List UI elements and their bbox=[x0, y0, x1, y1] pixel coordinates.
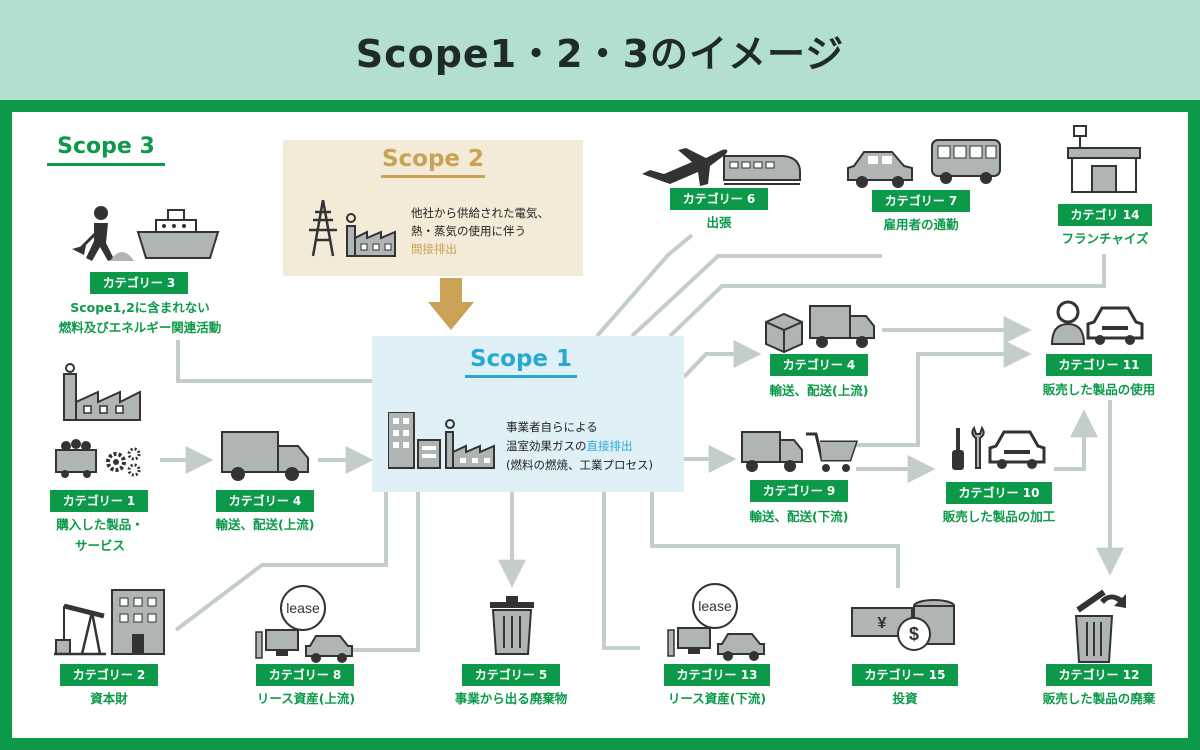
page-title: Scope1・2・3のイメージ bbox=[355, 31, 845, 76]
lease-downstream-icon: lease bbox=[667, 583, 765, 661]
dollar-symbol: $ bbox=[909, 624, 919, 644]
scope1-box: Scope 1 事業者自らによる 温室効果ガスの直接排出 (燃料の燃焼、工業プロ… bbox=[372, 336, 684, 492]
category-1-label-line1: 購入した製品・ bbox=[56, 517, 144, 532]
title-bar: Scope1・2・3のイメージ bbox=[0, 0, 1200, 100]
factory-icon bbox=[63, 363, 141, 421]
category-14-label: フランチャイズ bbox=[1061, 231, 1149, 246]
category-4-upstream-label: 輸送、配送(上流) bbox=[215, 517, 315, 532]
connector-c7 bbox=[630, 254, 882, 338]
scope1-line1: 事業者自らによる bbox=[506, 420, 598, 434]
connector-c8 bbox=[352, 492, 420, 652]
arrow-c10-c11 bbox=[1054, 409, 1098, 471]
scope1-line2: 温室効果ガスの直接排出 bbox=[506, 437, 653, 456]
car-icon-commute bbox=[847, 151, 913, 188]
delivery-truck-icon bbox=[741, 431, 803, 472]
yen-symbol: ¥ bbox=[878, 615, 887, 632]
money-icon: ¥ $ bbox=[851, 599, 955, 651]
category-15-tag: カテゴリー 15 bbox=[852, 664, 958, 686]
scope2-description: 他社から供給された電気、 熱・蒸気の使用に伴う 間接排出 bbox=[411, 204, 549, 258]
ship-icon bbox=[136, 209, 220, 259]
user-icon bbox=[1050, 300, 1086, 345]
category-12-label: 販売した製品の廃棄 bbox=[1042, 691, 1156, 706]
worker-icon bbox=[72, 206, 134, 261]
category-13-label: リース資産(下流) bbox=[667, 691, 767, 706]
scope2-line1: 他社から供給された電気、 bbox=[411, 206, 549, 220]
scope2-title: Scope 2 bbox=[381, 146, 485, 178]
scope1-description: 事業者自らによる 温室効果ガスの直接排出 (燃料の燃焼、工業プロセス) bbox=[506, 418, 653, 475]
shopping-cart-icon bbox=[806, 432, 859, 472]
category-7-tag: カテゴリー 7 bbox=[872, 190, 970, 212]
category-4-upstream-tag: カテゴリー 4 bbox=[216, 490, 314, 512]
category-4-downstream-label: 輸送、配送(上流) bbox=[769, 383, 869, 398]
scope2-to-scope1-arrow bbox=[428, 278, 474, 330]
category-6-tag: カテゴリー 6 bbox=[670, 188, 768, 210]
connectors bbox=[160, 233, 1124, 652]
category-14-tag: カテゴリ 14 bbox=[1058, 204, 1152, 226]
connector-c6 bbox=[595, 233, 694, 338]
tools-icon bbox=[952, 425, 985, 470]
airplane-icon bbox=[642, 148, 728, 186]
company-building-icon bbox=[388, 412, 495, 469]
trash-can-icon bbox=[490, 596, 534, 655]
store-icon bbox=[1067, 125, 1141, 193]
connector-c3 bbox=[176, 340, 372, 383]
category-7-label: 雇用者の通勤 bbox=[883, 217, 959, 232]
category-13-tag: カテゴリー 13 bbox=[664, 664, 770, 686]
package-icon bbox=[765, 312, 803, 354]
gears-icon bbox=[106, 447, 141, 477]
connector-c14 bbox=[668, 254, 1106, 338]
scope2-line2: 熱・蒸気の使用に伴う bbox=[411, 224, 526, 238]
category-2-tag: カテゴリー 2 bbox=[60, 664, 158, 686]
category-12-tag: カテゴリー 12 bbox=[1046, 664, 1152, 686]
oil-pump-icon bbox=[54, 603, 106, 656]
category-11-tag: カテゴリー 11 bbox=[1046, 354, 1152, 376]
category-4-downstream-tag: カテゴリー 4 bbox=[770, 354, 868, 376]
category-3-label-line1: Scope1,2に含まれない bbox=[70, 300, 210, 315]
category-3-label-line2: 燃料及びエネルギー関連活動 bbox=[58, 320, 222, 335]
cart-icon bbox=[55, 439, 97, 478]
category-11-label: 販売した製品の使用 bbox=[1042, 382, 1156, 397]
connector-c15 bbox=[650, 492, 900, 588]
category-1-tag: カテゴリー 1 bbox=[50, 490, 148, 512]
scope1-line2-pre: 温室効果ガスの bbox=[506, 439, 587, 453]
category-8-label: リース資産(上流) bbox=[256, 691, 356, 706]
category-1-label-line2: サービス bbox=[74, 538, 125, 553]
car-icon-use bbox=[1086, 306, 1144, 345]
connector-c2 bbox=[174, 492, 388, 632]
truck-icon-upstream bbox=[221, 431, 309, 481]
category-15-label: 投資 bbox=[892, 691, 918, 706]
category-2-label: 資本財 bbox=[90, 691, 128, 706]
scope1-highlight: 直接排出 bbox=[586, 439, 633, 453]
lease-upstream-icon: lease bbox=[255, 585, 353, 663]
bus-icon bbox=[931, 139, 1001, 184]
arrow-c9-c11 bbox=[856, 340, 1032, 447]
category-8-tag: カテゴリー 8 bbox=[256, 664, 354, 686]
office-building-icon bbox=[111, 589, 165, 655]
power-plant-icon bbox=[309, 200, 396, 257]
lease-downstream-label: lease bbox=[698, 598, 732, 614]
scope1-title: Scope 1 bbox=[465, 346, 577, 378]
disposal-icon bbox=[1074, 589, 1126, 663]
truck-icon-downstream-upstream bbox=[809, 305, 875, 348]
category-9-tag: カテゴリー 9 bbox=[750, 480, 848, 502]
scope3-title: Scope 3 bbox=[47, 134, 165, 166]
scope1-line3: (燃料の燃焼、工業プロセス) bbox=[506, 458, 653, 472]
category-5-tag: カテゴリー 5 bbox=[462, 664, 560, 686]
train-icon bbox=[723, 155, 801, 185]
category-10-tag: カテゴリー 10 bbox=[946, 482, 1052, 504]
scope2-highlight: 間接排出 bbox=[411, 242, 457, 256]
car-icon-processing bbox=[988, 430, 1046, 469]
scope2-box: Scope 2 他社から供給された電気、 熱・蒸気の使用に伴う 間接排出 bbox=[283, 140, 583, 276]
category-6-label: 出張 bbox=[706, 215, 732, 230]
connector-c13 bbox=[602, 492, 640, 650]
arrow-c4b bbox=[682, 340, 762, 379]
category-10-label: 販売した製品の加工 bbox=[942, 509, 1056, 524]
category-3-tag: カテゴリー 3 bbox=[90, 272, 188, 294]
lease-upstream-label: lease bbox=[286, 600, 320, 616]
category-9-label: 輸送、配送(下流) bbox=[749, 509, 849, 524]
category-5-label: 事業から出る廃棄物 bbox=[454, 691, 568, 706]
